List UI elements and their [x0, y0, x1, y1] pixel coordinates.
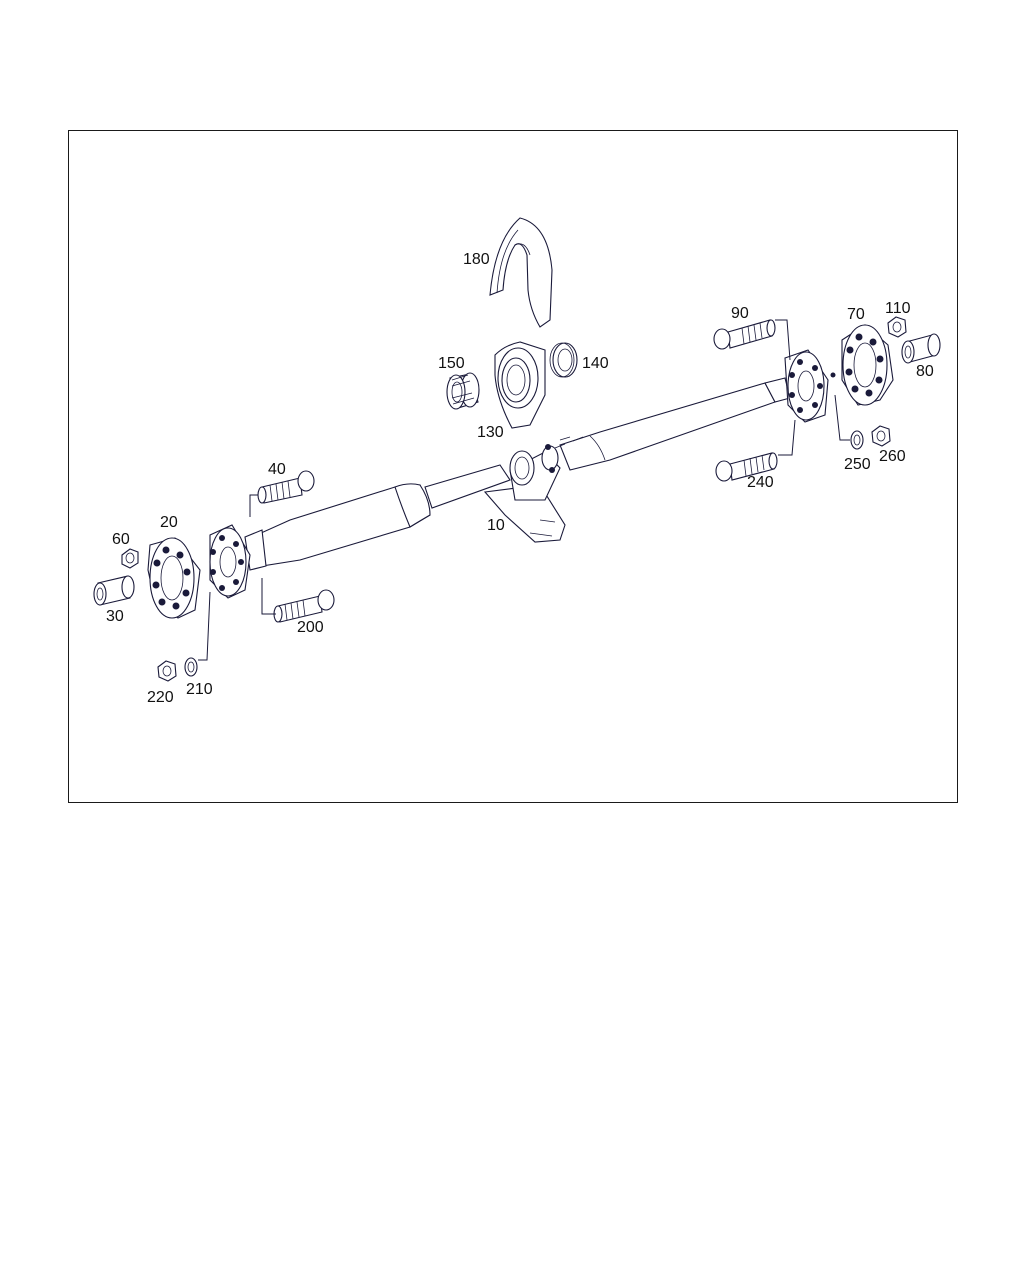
callout-210: 210	[186, 681, 213, 698]
flange-joint-front	[209, 524, 251, 599]
washer-250	[850, 430, 864, 450]
nut-260	[871, 425, 891, 447]
callout-240: 240	[747, 474, 774, 491]
nut-110	[887, 316, 907, 338]
center-bearing-130	[494, 341, 546, 429]
bushing-80	[901, 333, 941, 364]
callout-220: 220	[147, 689, 174, 706]
callout-80: 80	[916, 363, 934, 380]
bolt-200	[273, 589, 335, 623]
propeller-shaft	[244, 377, 791, 571]
callout-90: 90	[731, 305, 749, 322]
callout-140: 140	[582, 355, 609, 372]
flange-joint-rear	[784, 349, 836, 423]
bushing-30	[93, 575, 135, 606]
bearing-boot-180	[489, 217, 553, 328]
callout-260: 260	[879, 448, 906, 465]
center-bearing-bracket	[483, 444, 566, 543]
callout-labels: 180 150 140 130 90 70 110 80 250 260 240…	[106, 251, 934, 706]
nut-60	[121, 548, 139, 569]
nut-220	[157, 660, 177, 682]
seal-ring-140	[549, 342, 578, 378]
callout-110: 110	[885, 300, 911, 317]
callout-130: 130	[477, 424, 504, 441]
bolt-40	[257, 470, 315, 504]
bolt-240	[715, 452, 778, 482]
callout-40: 40	[268, 461, 286, 478]
flex-disc-70	[841, 324, 894, 406]
callout-250: 250	[844, 456, 871, 473]
callout-10: 10	[487, 517, 505, 534]
callout-180: 180	[463, 251, 490, 268]
callout-60: 60	[112, 531, 130, 548]
callout-70: 70	[847, 306, 865, 323]
callout-20: 20	[160, 514, 178, 531]
dust-cap-150	[446, 372, 480, 410]
bolt-90	[713, 319, 776, 350]
callout-200: 200	[297, 619, 324, 636]
flex-disc-20	[147, 537, 201, 619]
callout-30: 30	[106, 608, 124, 625]
washer-210	[184, 657, 198, 677]
callout-150: 150	[438, 355, 465, 372]
leader-lines	[198, 319, 850, 661]
